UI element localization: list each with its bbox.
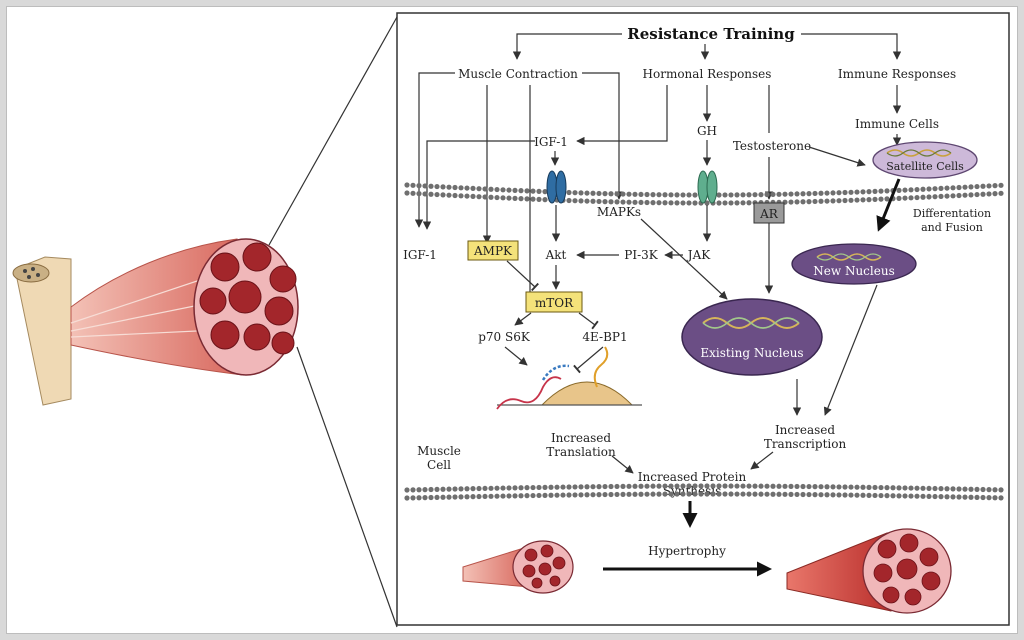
diagram-canvas: Resistance Training Muscle Contraction H…	[12, 12, 1010, 628]
new-nucleus: New Nucleus	[791, 243, 917, 285]
gh-label: GH	[697, 124, 717, 138]
mtor-box	[525, 291, 583, 313]
igf1-top-label: IGF-1	[534, 135, 568, 149]
muscle-cell-label-line1: Muscle	[417, 444, 461, 458]
ar-label: AR	[759, 207, 779, 221]
diagram-title: Resistance Training	[627, 25, 795, 43]
protein-synthesis-label-line1: Increased Protein	[638, 470, 747, 484]
new-nucleus-label: New Nucleus	[813, 264, 894, 278]
pi3k-label: PI-3K	[624, 248, 659, 262]
hormonal-responses-label: Hormonal Responses	[643, 67, 772, 81]
ampk-box	[467, 240, 519, 261]
muscle-contraction-label: Muscle Contraction	[458, 67, 578, 81]
4ebp1-label: 4E-BP1	[582, 330, 627, 344]
figure-frame: Resistance Training Muscle Contraction H…	[6, 6, 1018, 634]
mapks-label: MAPKs	[597, 205, 641, 219]
ampk-label: AMPK	[473, 244, 513, 258]
differentiation-label-line2: and Fusion	[921, 221, 983, 234]
hypertrophy-label: Hypertrophy	[648, 544, 726, 558]
existing-nucleus-label: Existing Nucleus	[700, 346, 803, 360]
ribosome-icon	[496, 346, 642, 410]
cell-membrane-bottom	[404, 483, 1004, 501]
small-muscle-icon	[462, 540, 574, 594]
increased-transcription-label-line1: Increased	[775, 423, 835, 437]
satellite-cells-label: Satellite Cells	[886, 160, 964, 173]
muscle-illustration	[12, 16, 398, 628]
jak-label: JAK	[686, 248, 711, 262]
differentiation-label-line1: Differentation	[913, 207, 991, 220]
mtor-label: mTOR	[535, 296, 574, 310]
immune-responses-label: Immune Responses	[838, 67, 956, 81]
testosterone-label: Testosterone	[733, 139, 811, 153]
gh-receptor-icon	[697, 170, 718, 204]
increased-translation-label-line1: Increased	[551, 431, 611, 445]
igf1-receptor-icon	[546, 170, 567, 204]
immune-cells-label: Immune Cells	[855, 117, 939, 131]
igf1-left-label: IGF-1	[403, 248, 437, 262]
p70s6k-label: p70 S6K	[478, 330, 531, 344]
muscle-cell-label-line2: Cell	[427, 458, 451, 472]
large-muscle-icon	[786, 528, 952, 614]
akt-label: Akt	[545, 248, 567, 262]
satellite-cells: Satellite Cells	[872, 141, 978, 179]
existing-nucleus: Existing Nucleus	[681, 298, 823, 376]
increased-transcription-label-line2: Transcription	[764, 437, 847, 451]
increased-translation-label-line2: Translation	[546, 445, 616, 459]
